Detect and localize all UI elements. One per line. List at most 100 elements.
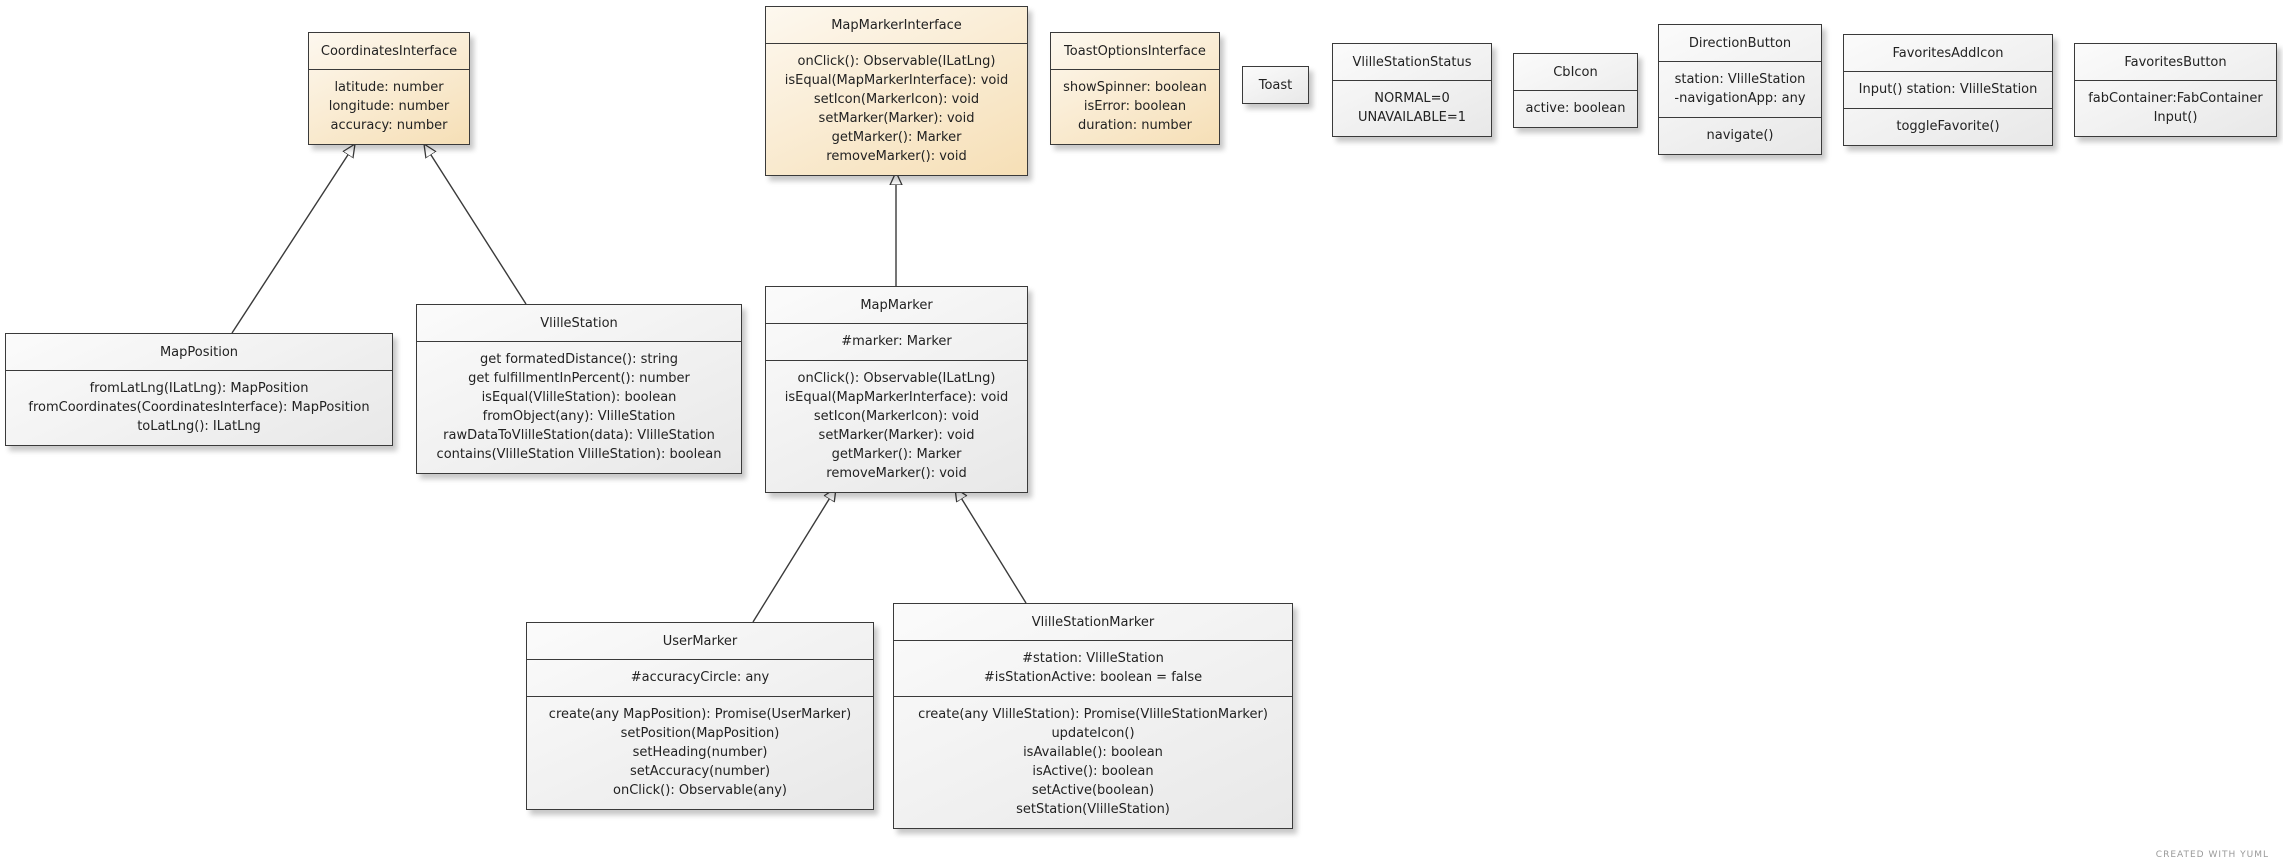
member-line: contains(VlilleStation VlilleStation): b… (436, 447, 722, 462)
member-line: removeMarker(): void (826, 466, 967, 481)
member-line: duration: number (1078, 118, 1192, 133)
member-line: setAccuracy(number) (629, 764, 771, 779)
member-line: navigate() (1706, 128, 1774, 143)
member-line: toggleFavorite() (1896, 119, 2000, 134)
member-line: setMarker(Marker): void (818, 111, 975, 126)
member-line: station: VlilleStation (1674, 72, 1806, 87)
member-line: -navigationApp: any (1674, 91, 1806, 106)
member-line: fromCoordinates(CoordinatesInterface): M… (28, 400, 370, 415)
class-name: UserMarker (662, 634, 738, 649)
class-name: MapMarkerInterface (831, 18, 962, 33)
class-name: ToastOptionsInterface (1064, 44, 1206, 59)
members-section: fromLatLng(ILatLng): MapPosition fromCoor… (6, 370, 392, 445)
member-line: onClick(): Observable(ILatLng) (797, 54, 996, 69)
member-line: Input() station: VlilleStation (1858, 82, 2038, 97)
members-section: #station: VlilleStation #isStationActive:… (894, 640, 1292, 696)
class-name: MapMarker (860, 298, 933, 313)
class-name: MapPosition (159, 345, 239, 360)
class-name: Toast (1258, 78, 1293, 93)
member-line: create(any MapPosition): Promise(UserMar… (548, 707, 852, 722)
inheritance-arrow-user-marker-to-map-marker (752, 488, 836, 623)
vlille-station-marker-class: VlilleStationMarker #station: VlilleStati… (893, 603, 1293, 829)
inheritance-arrow-map-position-to-coordinates-interface (231, 144, 355, 334)
member-line: Input() (2153, 110, 2198, 125)
member-line: onClick(): Observable(ILatLng) (797, 371, 996, 386)
favorites-button-class: FavoritesButton fabContainer:FabContainer… (2074, 43, 2277, 137)
member-line: accuracy: number (330, 118, 448, 133)
member-line: getMarker(): Marker (831, 130, 962, 145)
member-line: setMarker(Marker): void (818, 428, 975, 443)
member-line: NORMAL=0 (1374, 91, 1450, 106)
member-line: fabContainer:FabContainer (2088, 91, 2263, 106)
map-marker-interface-class: MapMarkerInterface onClick(): Observable(… (765, 6, 1028, 176)
class-name: VlilleStation (540, 316, 618, 331)
member-line: fromObject(any): VlilleStation (482, 409, 676, 424)
toast-class: Toast (1242, 66, 1309, 104)
inheritance-arrow-vlille-station-to-coordinates-interface (424, 144, 527, 305)
member-line: isError: boolean (1083, 99, 1187, 114)
member-line: setPosition(MapPosition) (620, 726, 780, 741)
member-line: active: boolean (1525, 101, 1626, 116)
member-line: showSpinner: boolean (1063, 80, 1207, 95)
coordinates-interface-class: CoordinatesInterface latitude: number long… (308, 32, 470, 145)
member-line: #accuracyCircle: any (630, 670, 770, 685)
members-section: get formatedDistance(): string get fulfil… (417, 341, 741, 473)
member-line: get formatedDistance(): string (480, 352, 678, 367)
member-line: longitude: number (328, 99, 450, 114)
map-marker-class: MapMarker #marker: Marker onClick(): Obser… (765, 286, 1028, 493)
direction-button-class: DirectionButton station: VlilleStation -na… (1658, 24, 1822, 155)
inheritance-arrow-vlille-station-marker-to-map-marker (955, 488, 1027, 604)
class-name: FavoritesButton (2124, 55, 2227, 70)
members-section: onClick(): Observable(ILatLng) isEqual(Ma… (766, 43, 1027, 175)
class-name: FavoritesAddIcon (1892, 46, 2004, 61)
member-line: isEqual(MapMarkerInterface): void (784, 390, 1009, 405)
member-line: #isStationActive: boolean = false (983, 670, 1203, 685)
member-line: latitude: number (334, 80, 444, 95)
user-marker-class: UserMarker #accuracyCircle: any create(any… (526, 622, 874, 810)
methods-section: toggleFavorite() (1844, 108, 2052, 145)
member-line: isActive(): boolean (1032, 764, 1154, 779)
member-line: toLatLng(): ILatLng (137, 419, 261, 434)
member-line: fromLatLng(ILatLng): MapPosition (89, 381, 309, 396)
class-name: VlilleStationMarker (1031, 615, 1155, 630)
cb-icon-class: CbIcon active: boolean (1513, 53, 1638, 128)
member-line: isAvailable(): boolean (1023, 745, 1163, 760)
credit-text: CREATED WITH YUML (2155, 850, 2269, 860)
member-line: setHeading(number) (632, 745, 768, 760)
members-section: #marker: Marker (766, 323, 1027, 360)
member-line: #station: VlilleStation (1022, 651, 1164, 666)
member-line: getMarker(): Marker (831, 447, 962, 462)
methods-section: onClick(): Observable(ILatLng) isEqual(Ma… (766, 360, 1027, 492)
member-line: setActive(boolean) (1031, 783, 1155, 798)
member-line: rawDataToVlilleStation(data): VlilleStat… (443, 428, 715, 443)
member-line: removeMarker(): void (826, 149, 967, 164)
members-section: active: boolean (1514, 90, 1637, 127)
members-section: showSpinner: boolean isError: boolean dura… (1051, 69, 1219, 144)
member-line: setIcon(MarkerIcon): void (813, 92, 980, 107)
methods-section: create(any VlilleStation): Promise(Vlill… (894, 696, 1292, 828)
member-line: #marker: Marker (841, 334, 952, 349)
class-name: CbIcon (1553, 65, 1598, 80)
class-name: VlilleStationStatus (1352, 55, 1472, 70)
member-line: isEqual(MapMarkerInterface): void (784, 73, 1009, 88)
vlille-station-class: VlilleStation get formatedDistance(): str… (416, 304, 742, 474)
member-line: setIcon(MarkerIcon): void (813, 409, 980, 424)
member-line: setStation(VlilleStation) (1016, 802, 1170, 817)
members-section: #accuracyCircle: any (527, 659, 873, 696)
toast-options-interface-class: ToastOptionsInterface showSpinner: boolea… (1050, 32, 1220, 145)
member-line: get fulfillmentInPercent(): number (468, 371, 690, 386)
class-name: DirectionButton (1688, 36, 1792, 51)
member-line: isEqual(VlilleStation): boolean (481, 390, 677, 405)
members-section: station: VlilleStation -navigationApp: an… (1659, 61, 1821, 117)
members-section: Input() station: VlilleStation (1844, 71, 2052, 108)
class-name: CoordinatesInterface (320, 44, 458, 59)
member-line: create(any VlilleStation): Promise(Vlill… (918, 707, 1268, 722)
map-position-class: MapPosition fromLatLng(ILatLng): MapPosit… (5, 333, 393, 446)
members-section: latitude: number longitude: number accurac… (309, 69, 469, 144)
member-line: UNAVAILABLE=1 (1357, 110, 1467, 125)
